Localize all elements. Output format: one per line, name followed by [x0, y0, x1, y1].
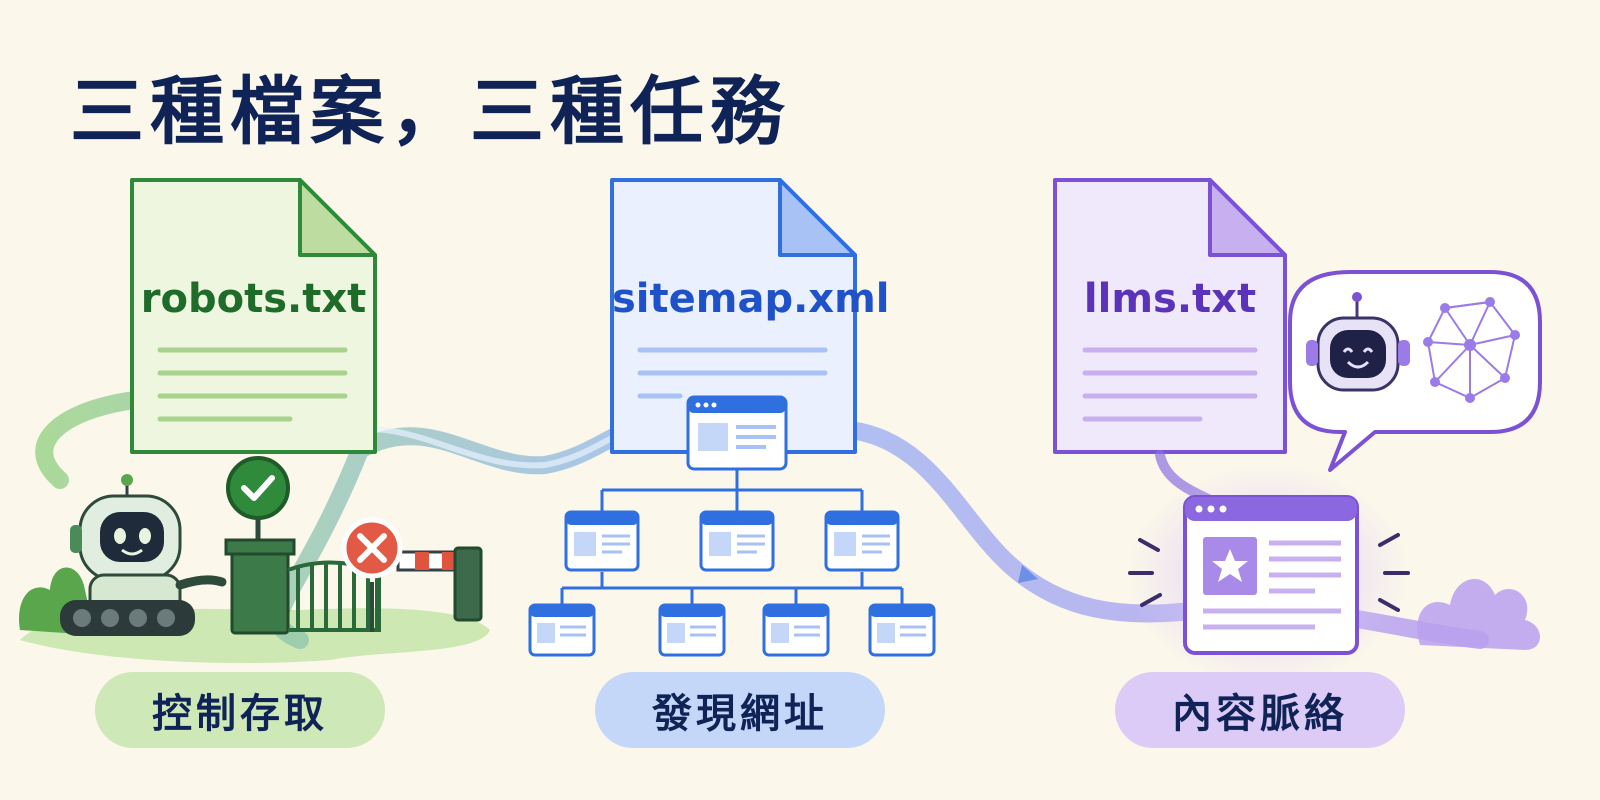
file-label-llms: llms.txt [1083, 276, 1257, 322]
page-title: 三種檔案，三種任務 [70, 69, 790, 155]
file-label-robots: robots.txt [140, 276, 367, 322]
content-page [1183, 495, 1359, 655]
task-pill-content-context: 內容脈絡 [1115, 672, 1405, 748]
star-icon [1212, 549, 1248, 582]
sitemap-page-root [686, 395, 788, 471]
file-card-sitemap [610, 178, 857, 454]
task-pill-url-discovery: 發現網址 [595, 672, 885, 748]
neural-network-icon [1423, 297, 1520, 403]
file-card-llms [1053, 178, 1287, 454]
purple-bush [1417, 578, 1540, 650]
sitemap-tree-lines [560, 470, 904, 605]
barrier [370, 546, 483, 632]
sparkle-lines [1128, 533, 1410, 612]
robot-character [60, 474, 227, 636]
check-icon [226, 456, 290, 520]
flow-arrow [1018, 565, 1038, 583]
gate-post [224, 512, 296, 635]
ai-bot-icon [1306, 292, 1410, 392]
sitemap-page-l1 [564, 510, 900, 572]
file-label-sitemap: sitemap.xml [612, 276, 890, 322]
x-icon [341, 517, 403, 579]
file-card-robots [130, 178, 377, 454]
sitemap-page-l2 [528, 603, 936, 657]
task-pill-access-control: 控制存取 [95, 672, 385, 748]
